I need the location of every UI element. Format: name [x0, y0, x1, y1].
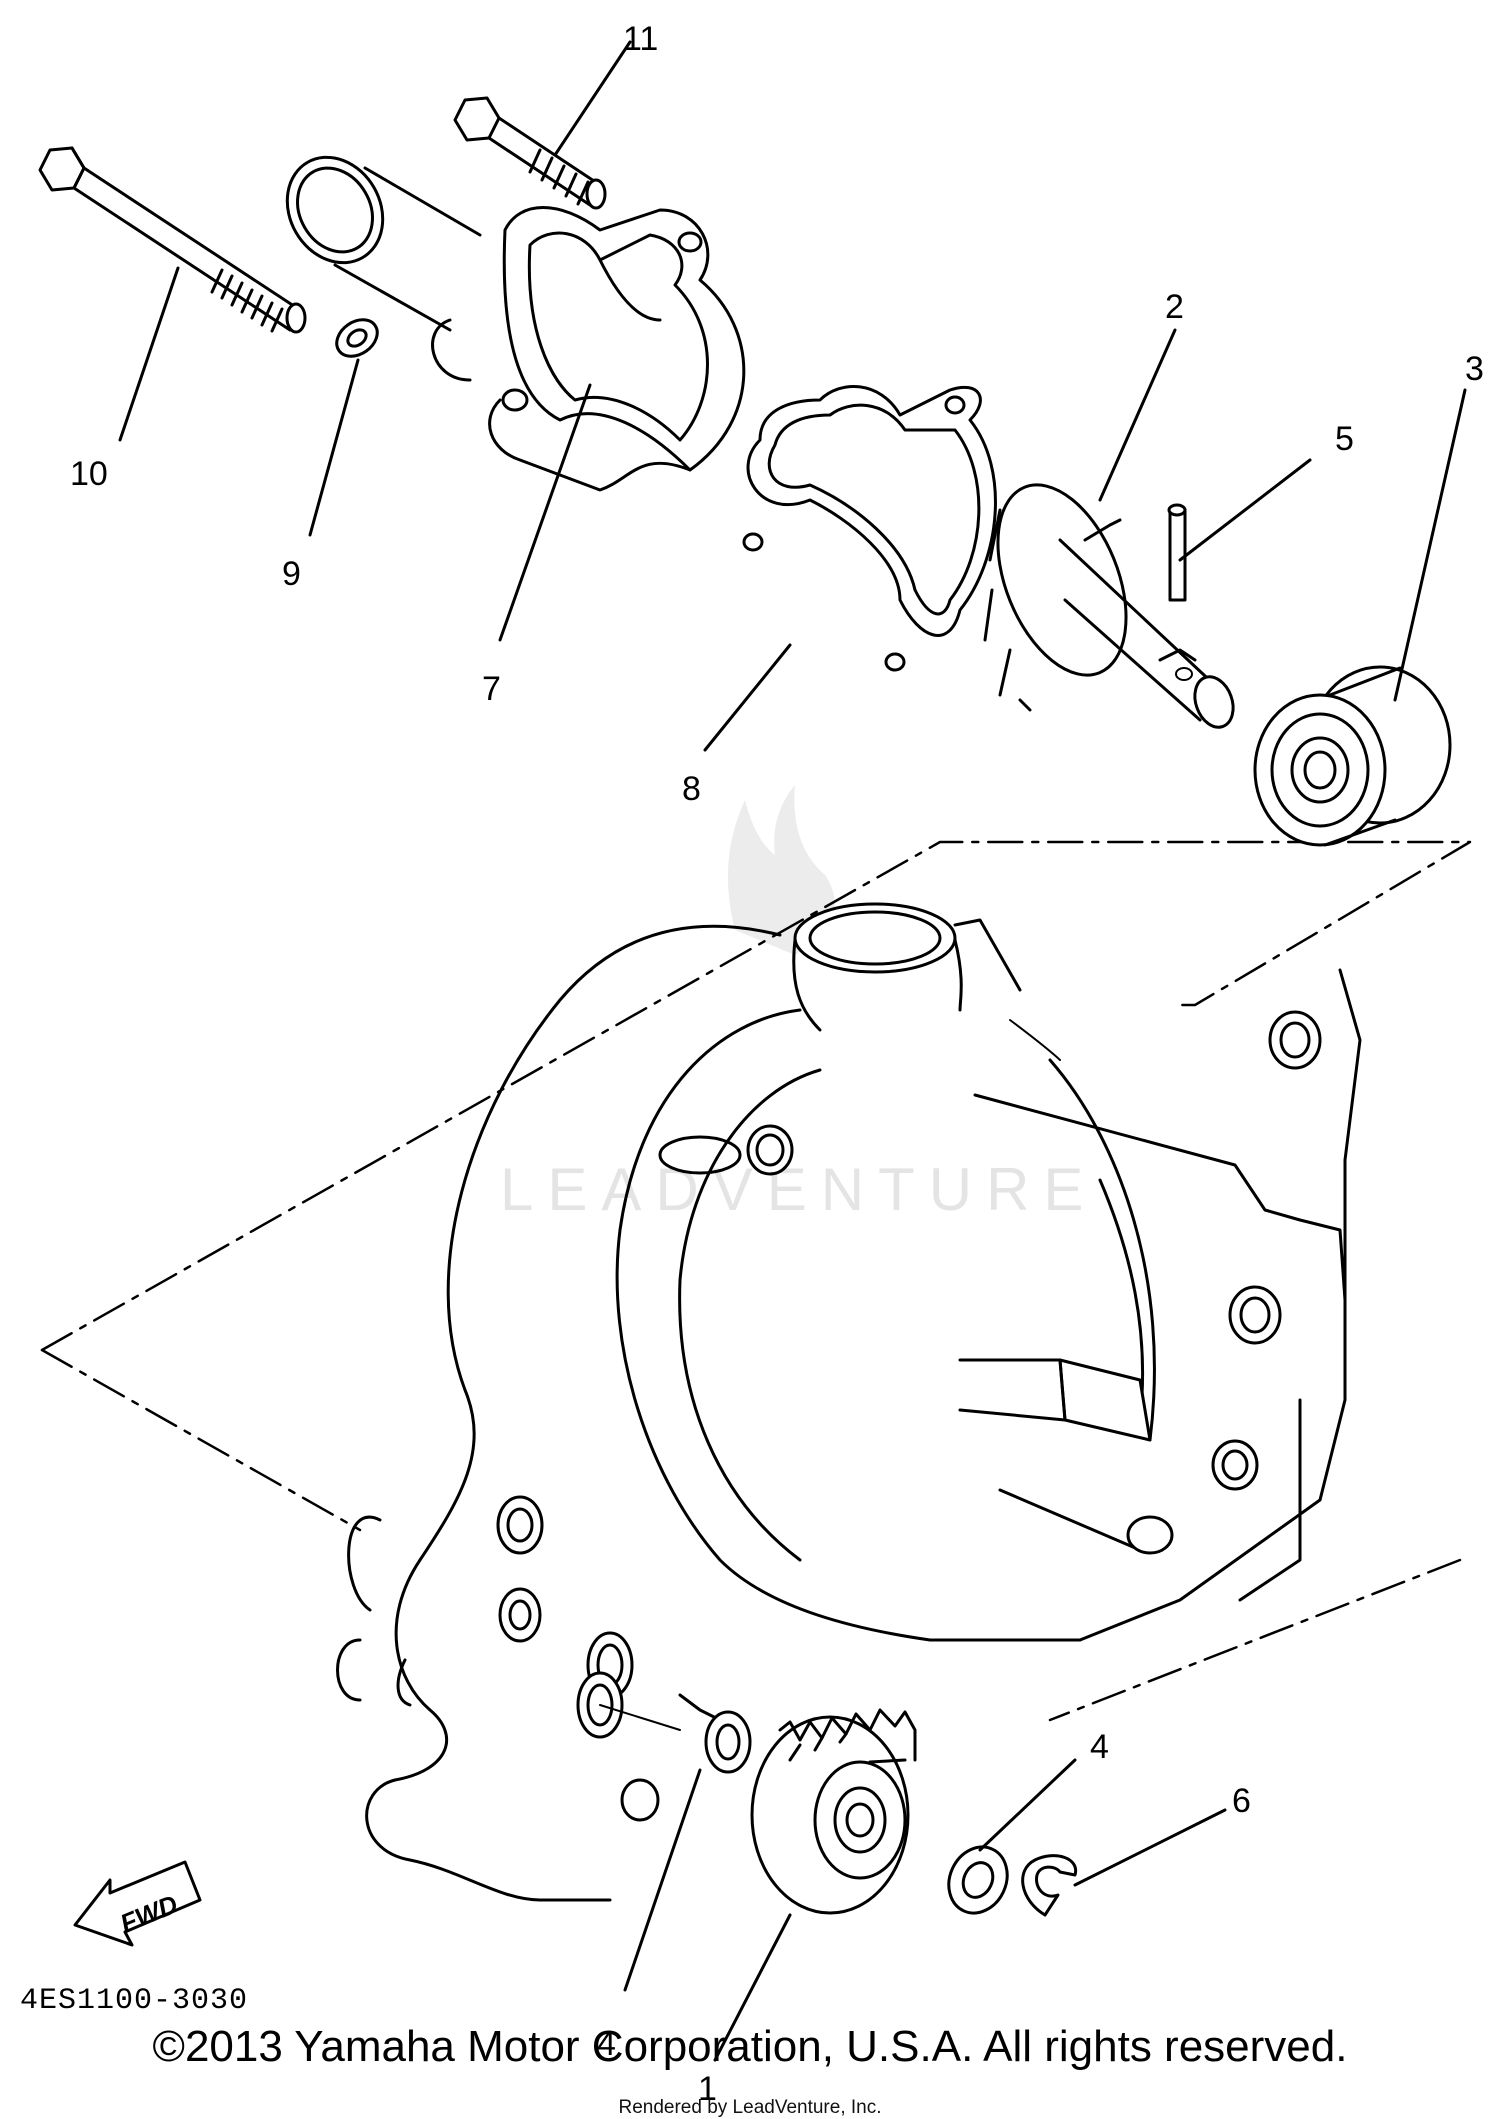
short-flange-bolt: [453, 96, 607, 210]
washer-4-right: [947, 1845, 1009, 1915]
leader-lines: [118, 40, 1467, 2062]
rendered-by-notice: Rendered by LeadVenture, Inc.: [618, 2097, 882, 2118]
svg-text:LEADVENTURE: LEADVENTURE: [500, 1156, 1097, 1223]
forward-direction-arrow: FWD: [73, 1860, 202, 1947]
callout-6: 6: [1232, 1782, 1251, 1820]
callout-4-left: 4: [597, 2025, 616, 2063]
washer: [335, 318, 379, 358]
callout-labels: 11 10 9 7 8 2 5 3 4 1 4 6: [70, 20, 1484, 2108]
callout-3: 3: [1465, 350, 1484, 388]
callout-5: 5: [1335, 420, 1354, 458]
callout-11: 11: [623, 20, 658, 58]
callout-8: 8: [682, 770, 701, 808]
copyright-notice: ©2013 Yamaha Motor Corporation, U.S.A. A…: [152, 2022, 1348, 2071]
bearing: [1253, 665, 1452, 847]
pump-gasket: [742, 385, 997, 672]
callout-4-right: 4: [1090, 1728, 1109, 1766]
assembly-plane-dashed: [40, 840, 1472, 1722]
pump-drive-gear: [750, 1708, 917, 1915]
callout-1: 1: [698, 2070, 717, 2108]
callout-10: 10: [70, 455, 108, 493]
diagram-code: 4ES1100-3030: [20, 1984, 248, 2018]
long-flange-bolt: [38, 146, 307, 334]
washer-4-left: [704, 1710, 752, 1774]
leadventure-watermark: LEADVENTURE: [500, 785, 1097, 1223]
crankcase-cover: [336, 902, 1362, 1902]
circlip: [1021, 1854, 1078, 1917]
water-pump-housing: [285, 155, 746, 492]
dowel-pin: [1167, 503, 1187, 602]
callout-9: 9: [282, 555, 301, 593]
cover-bushing: [576, 1671, 681, 1739]
callout-2: 2: [1165, 288, 1184, 326]
callout-7: 7: [482, 670, 501, 708]
impeller-shaft: [983, 483, 1235, 729]
